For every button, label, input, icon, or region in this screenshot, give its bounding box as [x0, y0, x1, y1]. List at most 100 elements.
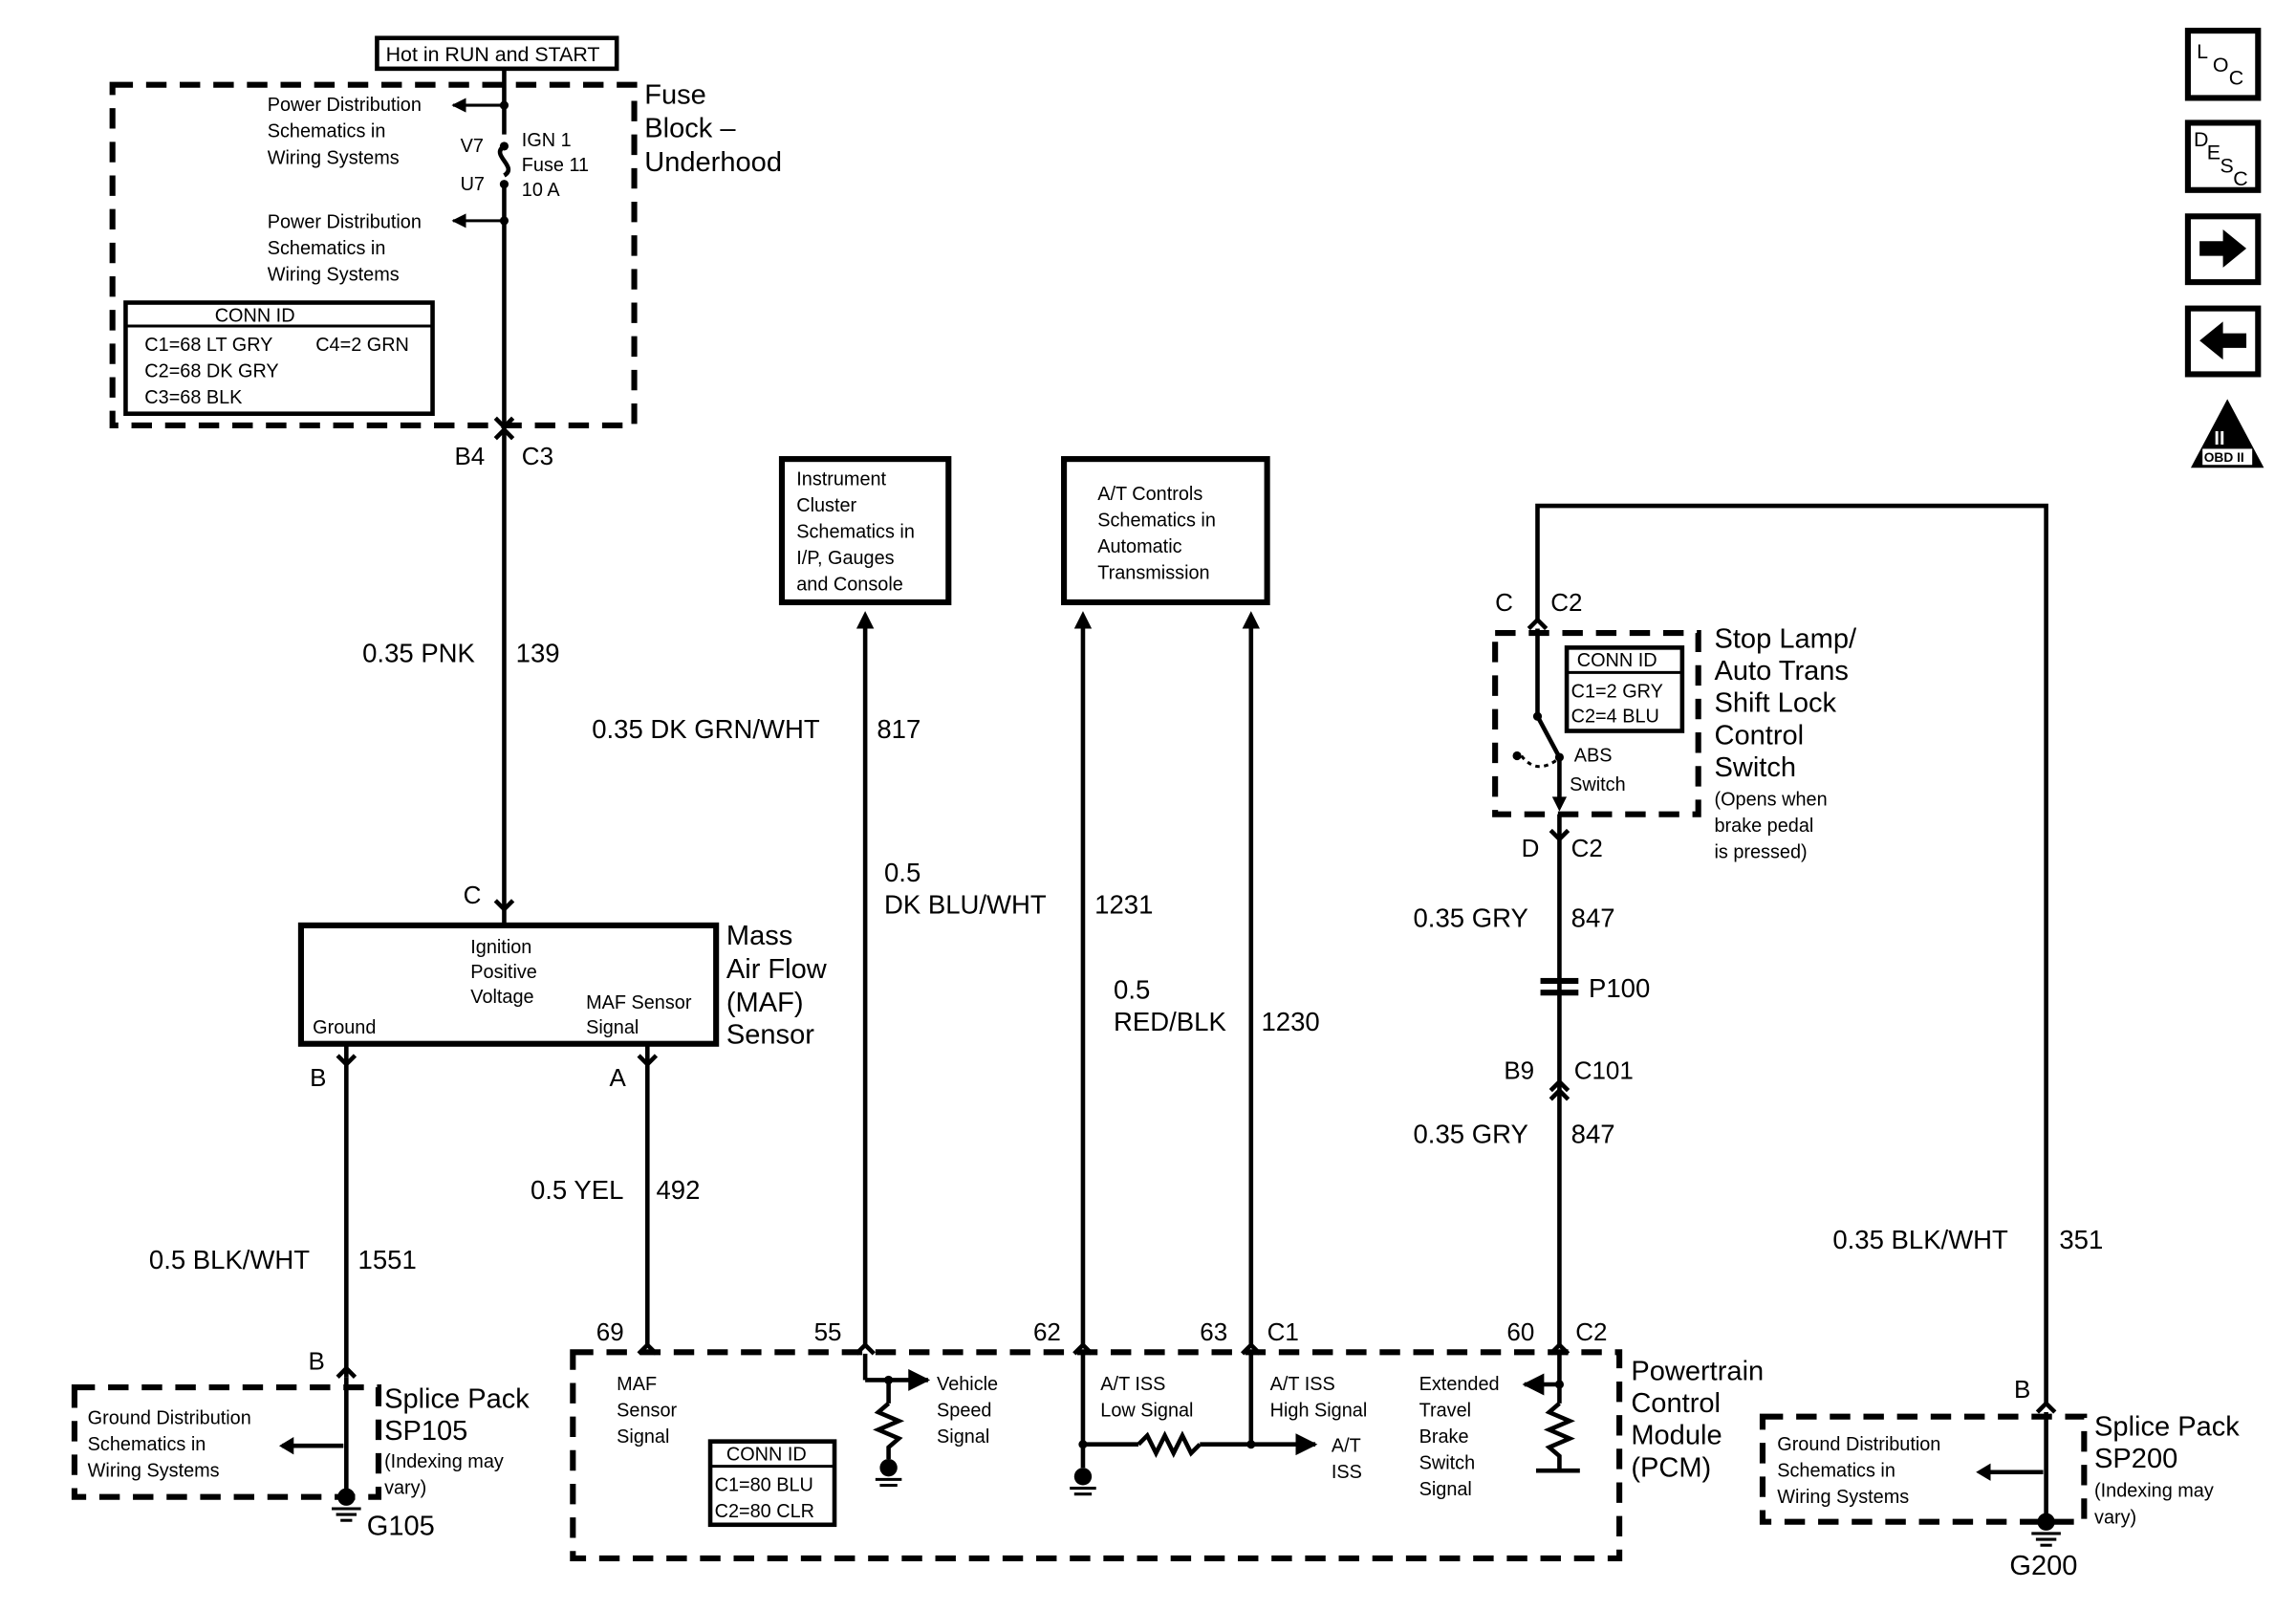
svg-text:Schematics in: Schematics in: [268, 121, 386, 142]
svg-text:Low Signal: Low Signal: [1100, 1401, 1193, 1422]
svg-text:Wiring Systems: Wiring Systems: [268, 147, 400, 168]
svg-text:Voltage: Voltage: [470, 987, 533, 1008]
svg-text:A/T Controls: A/T Controls: [1097, 484, 1202, 505]
svg-text:Signal: Signal: [586, 1017, 639, 1038]
pcm-conn-id: CONN ID C1=80 BLU C2=80 CLR: [707, 1439, 837, 1528]
svg-text:(Indexing may: (Indexing may: [2094, 1481, 2214, 1502]
svg-text:B: B: [309, 1347, 325, 1376]
svg-text:C2: C2: [1575, 1317, 1607, 1346]
svg-text:Control: Control: [1631, 1388, 1721, 1419]
svg-text:1231: 1231: [1094, 890, 1153, 920]
svg-text:Sensor: Sensor: [617, 1401, 677, 1422]
svg-text:Extended: Extended: [1419, 1374, 1500, 1395]
iss-circuit: A/T ISS Low Signal A/T ISS High Signal A…: [1070, 1353, 1368, 1496]
svg-text:A/T ISS: A/T ISS: [1270, 1374, 1335, 1395]
svg-text:Fuse: Fuse: [644, 80, 706, 111]
svg-text:0.35 GRY: 0.35 GRY: [1414, 1120, 1528, 1149]
svg-text:vary): vary): [2094, 1507, 2136, 1528]
svg-text:B4: B4: [454, 442, 485, 470]
svg-text:C101: C101: [1574, 1056, 1634, 1084]
svg-text:Sensor: Sensor: [726, 1020, 814, 1051]
pcm-module: Powertrain Control Module (PCM) 69 55 62…: [570, 1317, 1764, 1562]
svg-text:Brake: Brake: [1419, 1426, 1469, 1448]
svg-text:C: C: [2233, 167, 2247, 190]
svg-text:Fuse 11: Fuse 11: [522, 155, 589, 176]
obd-ii-icon: II OBD II: [2190, 399, 2264, 468]
svg-text:brake pedal: brake pedal: [1715, 816, 1814, 837]
svg-text:Block –: Block –: [644, 114, 736, 144]
svg-text:Control: Control: [1715, 720, 1805, 751]
svg-text:Shift Lock: Shift Lock: [1715, 688, 1837, 719]
svg-text:Ground: Ground: [313, 1017, 376, 1038]
svg-text:Power Distribution: Power Distribution: [268, 212, 422, 233]
svg-text:B: B: [2014, 1375, 2030, 1404]
svg-text:Underhood: Underhood: [644, 147, 782, 178]
svg-text:(Opens when: (Opens when: [1715, 790, 1828, 811]
power-distribution-ref-2[interactable]: Power Distribution Schematics in Wiring …: [268, 212, 422, 286]
svg-text:Signal: Signal: [1419, 1479, 1472, 1500]
svg-text:10 A: 10 A: [522, 180, 561, 201]
loc-button[interactable]: L O C: [2184, 28, 2262, 101]
svg-text:Switch: Switch: [1419, 1453, 1476, 1474]
svg-text:D: D: [2194, 128, 2208, 151]
power-distribution-ref-1[interactable]: Power Distribution Schematics in Wiring …: [268, 95, 422, 168]
svg-text:351: 351: [2059, 1225, 2103, 1254]
svg-text:55: 55: [814, 1317, 842, 1346]
svg-text:817: 817: [877, 714, 921, 744]
svg-text:847: 847: [1571, 903, 1615, 932]
svg-text:0.5: 0.5: [1114, 974, 1150, 1004]
svg-text:Schematics in: Schematics in: [1097, 510, 1216, 531]
svg-text:60: 60: [1506, 1317, 1534, 1346]
arrow-left-icon: [2199, 321, 2247, 360]
svg-text:C2=80 CLR: C2=80 CLR: [715, 1501, 814, 1522]
svg-text:Stop Lamp/: Stop Lamp/: [1715, 623, 1857, 654]
svg-text:69: 69: [596, 1317, 624, 1346]
svg-text:Travel: Travel: [1419, 1401, 1471, 1422]
svg-text:0.5: 0.5: [884, 858, 921, 887]
svg-text:0.35 GRY: 0.35 GRY: [1414, 903, 1528, 932]
svg-text:492: 492: [656, 1175, 700, 1205]
svg-text:Ground Distribution: Ground Distribution: [1777, 1434, 1940, 1455]
svg-text:Air Flow: Air Flow: [726, 954, 828, 985]
svg-text:IGN 1: IGN 1: [522, 130, 572, 151]
svg-text:Splice Pack: Splice Pack: [384, 1383, 530, 1414]
svg-text:0.5 YEL: 0.5 YEL: [531, 1175, 623, 1205]
at-controls-ref[interactable]: A/T Controls Schematics in Automatic Tra…: [1061, 456, 1270, 606]
svg-text:Instrument: Instrument: [796, 469, 886, 490]
svg-text:CONN ID: CONN ID: [215, 305, 295, 326]
desc-icon: D E S C: [2194, 128, 2248, 190]
svg-text:Ground Distribution: Ground Distribution: [88, 1407, 251, 1428]
svg-text:C3: C3: [522, 442, 553, 470]
desc-button[interactable]: D E S C: [2184, 120, 2262, 193]
svg-text:Hot in RUN and START: Hot in RUN and START: [386, 43, 600, 66]
splice-pack-sp105: B Ground Distribution Schematics in Wiri…: [71, 1347, 530, 1541]
svg-text:C2: C2: [1571, 834, 1603, 862]
maf-sensor: C Ignition Positive Voltage Ground MAF S…: [297, 881, 828, 1092]
svg-text:High Signal: High Signal: [1270, 1401, 1368, 1422]
svg-text:A: A: [610, 1063, 627, 1092]
svg-text:RED/BLK: RED/BLK: [1114, 1007, 1226, 1036]
svg-text:U7: U7: [461, 174, 485, 195]
svg-text:Auto Trans: Auto Trans: [1715, 656, 1849, 686]
pass-through-p100: P100: [1540, 973, 1650, 1003]
svg-text:SP200: SP200: [2094, 1444, 2177, 1474]
svg-text:0.35 BLK/WHT: 0.35 BLK/WHT: [1832, 1225, 2008, 1254]
next-button[interactable]: [2184, 213, 2262, 286]
svg-text:II: II: [2214, 428, 2224, 449]
instrument-cluster-ref[interactable]: Instrument Cluster Schematics in I/P, Ga…: [778, 456, 952, 606]
svg-text:Schematics in: Schematics in: [88, 1434, 206, 1455]
svg-text:Speed: Speed: [937, 1401, 991, 1422]
wire-492-yel: 0.5 YEL 492: [531, 1043, 700, 1345]
obd-ii-button[interactable]: II OBD II: [2190, 399, 2264, 468]
wire-139-pnk: 0.35 PNK 139: [362, 432, 560, 910]
svg-text:B: B: [310, 1063, 326, 1092]
svg-text:V7: V7: [461, 136, 484, 157]
svg-text:CONN ID: CONN ID: [726, 1445, 807, 1466]
fuse-block-conn-id: CONN ID C1=68 LT GRY C4=2 GRN C2=68 DK G…: [123, 300, 435, 417]
wire-1231-dk-blu-wht: 0.5 DK BLU/WHT 1231: [884, 611, 1153, 1345]
svg-text:vary): vary): [384, 1478, 426, 1499]
wire-847-gry: 0.35 GRY 847 P100 B9 C101 0.35 GRY 847: [1414, 814, 1650, 1345]
svg-text:L: L: [2197, 40, 2208, 63]
previous-button[interactable]: [2184, 305, 2262, 378]
